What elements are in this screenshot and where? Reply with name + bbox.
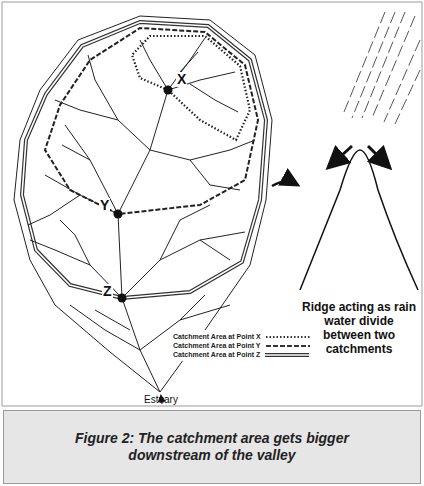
legend-line-sample [265, 333, 311, 341]
point-label: X [176, 72, 187, 87]
legend-text: Catchment Area at Point Y [173, 341, 261, 350]
estuary-label: Estuary [142, 394, 180, 405]
legend: Catchment Area at Point XCatchment Area … [170, 330, 314, 361]
point-label: Y [99, 198, 110, 213]
legend-line-sample [264, 351, 310, 359]
ridge-note: Ridge acting as rain water divide betwee… [300, 300, 418, 356]
caption-box: Figure 2: The catchment area gets bigger… [3, 410, 421, 484]
legend-entry: Catchment Area at Point Z [173, 350, 311, 359]
legend-entry: Catchment Area at Point X [173, 332, 311, 341]
legend-line-sample [265, 342, 311, 350]
point-label: Z [102, 284, 113, 299]
legend-text: Catchment Area at Point X [173, 332, 261, 341]
legend-text: Catchment Area at Point Z [173, 350, 260, 359]
legend-entry: Catchment Area at Point Y [173, 341, 311, 350]
caption-text: Figure 2: The catchment area gets bigger… [47, 430, 377, 464]
